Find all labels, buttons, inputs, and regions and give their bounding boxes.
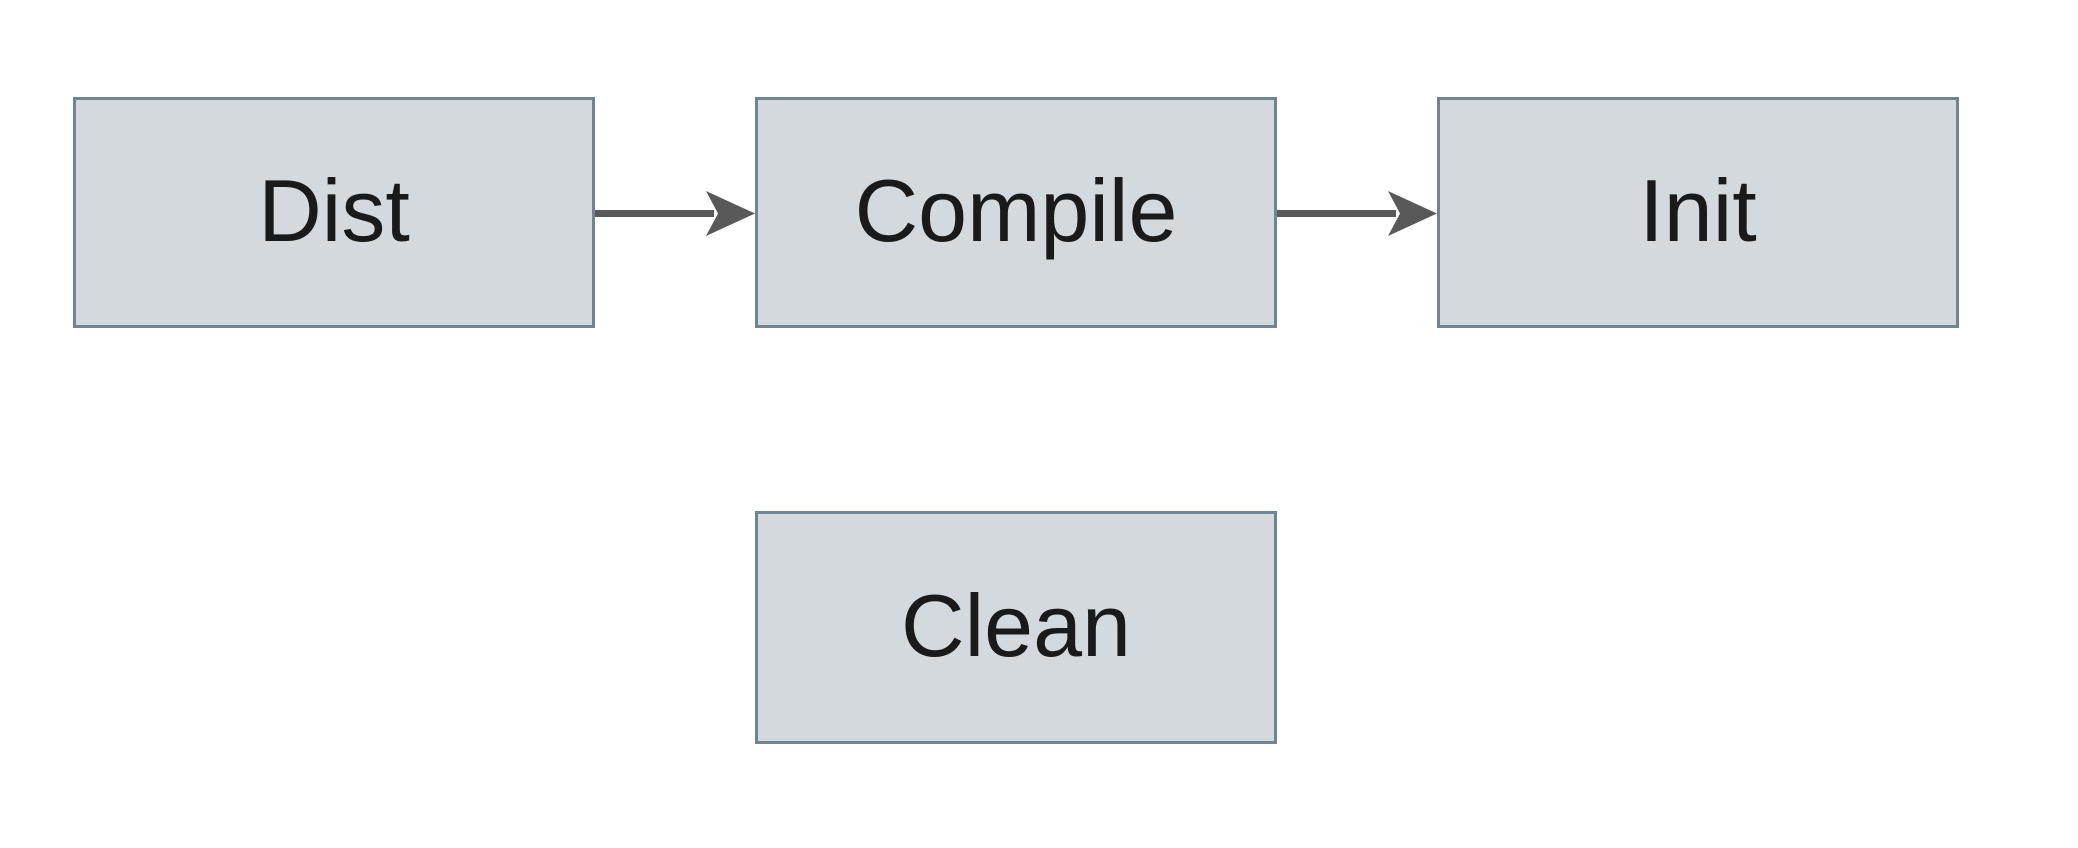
node-compile-label: Compile [854,160,1178,260]
node-dist-label: Dist [258,160,410,260]
node-init-label: Init [1639,160,1757,260]
node-dist: Dist [73,97,595,328]
arrow-dist-to-compile [595,191,755,236]
node-clean-label: Clean [901,575,1131,675]
node-init: Init [1437,97,1959,328]
node-clean: Clean [755,511,1277,744]
node-compile: Compile [755,97,1277,328]
arrow-compile-to-init [1277,191,1437,236]
